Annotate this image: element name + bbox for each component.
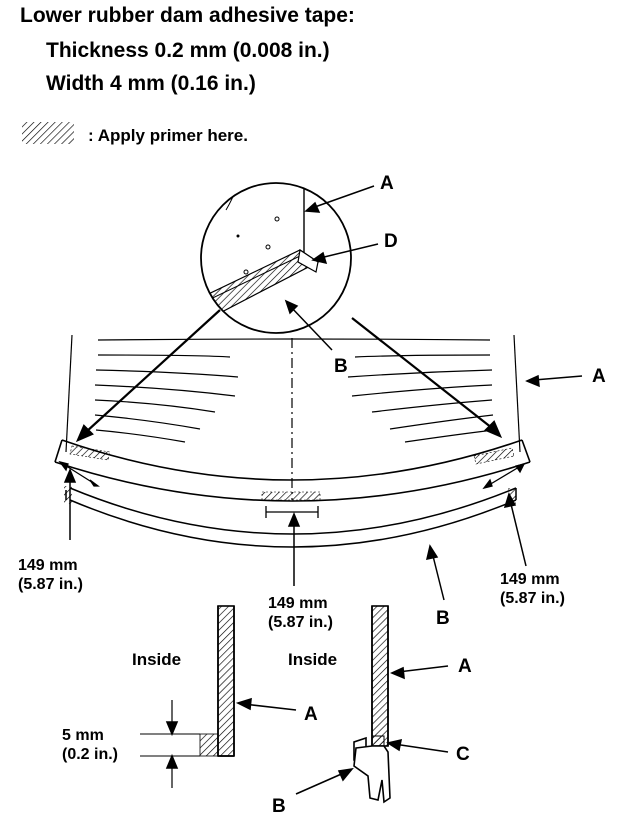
primer-legend-text: : Apply primer here.: [88, 126, 248, 145]
header-thickness: Thickness 0.2 mm (0.008 in.): [46, 39, 330, 62]
callout-a-section-right: A: [458, 656, 472, 677]
section-left-inside-label: Inside: [132, 650, 182, 669]
callout-d: D: [384, 231, 398, 252]
dimension-gap-in: (0.2 in.): [62, 746, 119, 763]
callout-b-section: B: [272, 796, 286, 817]
callout-b-top: B: [334, 356, 348, 377]
header-width: Width 4 mm (0.16 in.): [46, 72, 256, 95]
dimension-center-in: (5.87 in.): [268, 614, 333, 631]
dimension-leaders: [63, 468, 527, 601]
callout-b-strip: B: [436, 608, 450, 629]
callout-a-right: A: [592, 366, 606, 387]
section-left: [140, 605, 297, 788]
dimension-left-in: (5.87 in.): [18, 576, 83, 593]
dimension-gap-mm: 5 mm: [62, 727, 104, 744]
section-right-inside-label: Inside: [288, 650, 338, 669]
glass-bottom-edge: [54, 439, 531, 502]
callout-c: C: [456, 744, 470, 765]
dimension-arrows: [58, 460, 526, 518]
dimension-right-in: (5.87 in.): [500, 590, 565, 607]
primer-zones: [64, 445, 516, 506]
dimension-left-mm: 149 mm: [18, 557, 78, 574]
dimension-right-mm: 149 mm: [500, 571, 560, 588]
detail-magnifier: [200, 182, 352, 334]
callout-a-top: A: [380, 173, 394, 194]
magnifier-connector-lines: [75, 309, 503, 443]
primer-legend-swatch: [22, 122, 74, 144]
header-title: Lower rubber dam adhesive tape:: [20, 4, 355, 27]
dimension-center-mm: 149 mm: [268, 595, 328, 612]
callout-a-section-left: A: [304, 704, 318, 725]
callout-leaders: [284, 185, 583, 388]
section-right: [295, 605, 449, 804]
windshield-glass: [65, 334, 521, 500]
